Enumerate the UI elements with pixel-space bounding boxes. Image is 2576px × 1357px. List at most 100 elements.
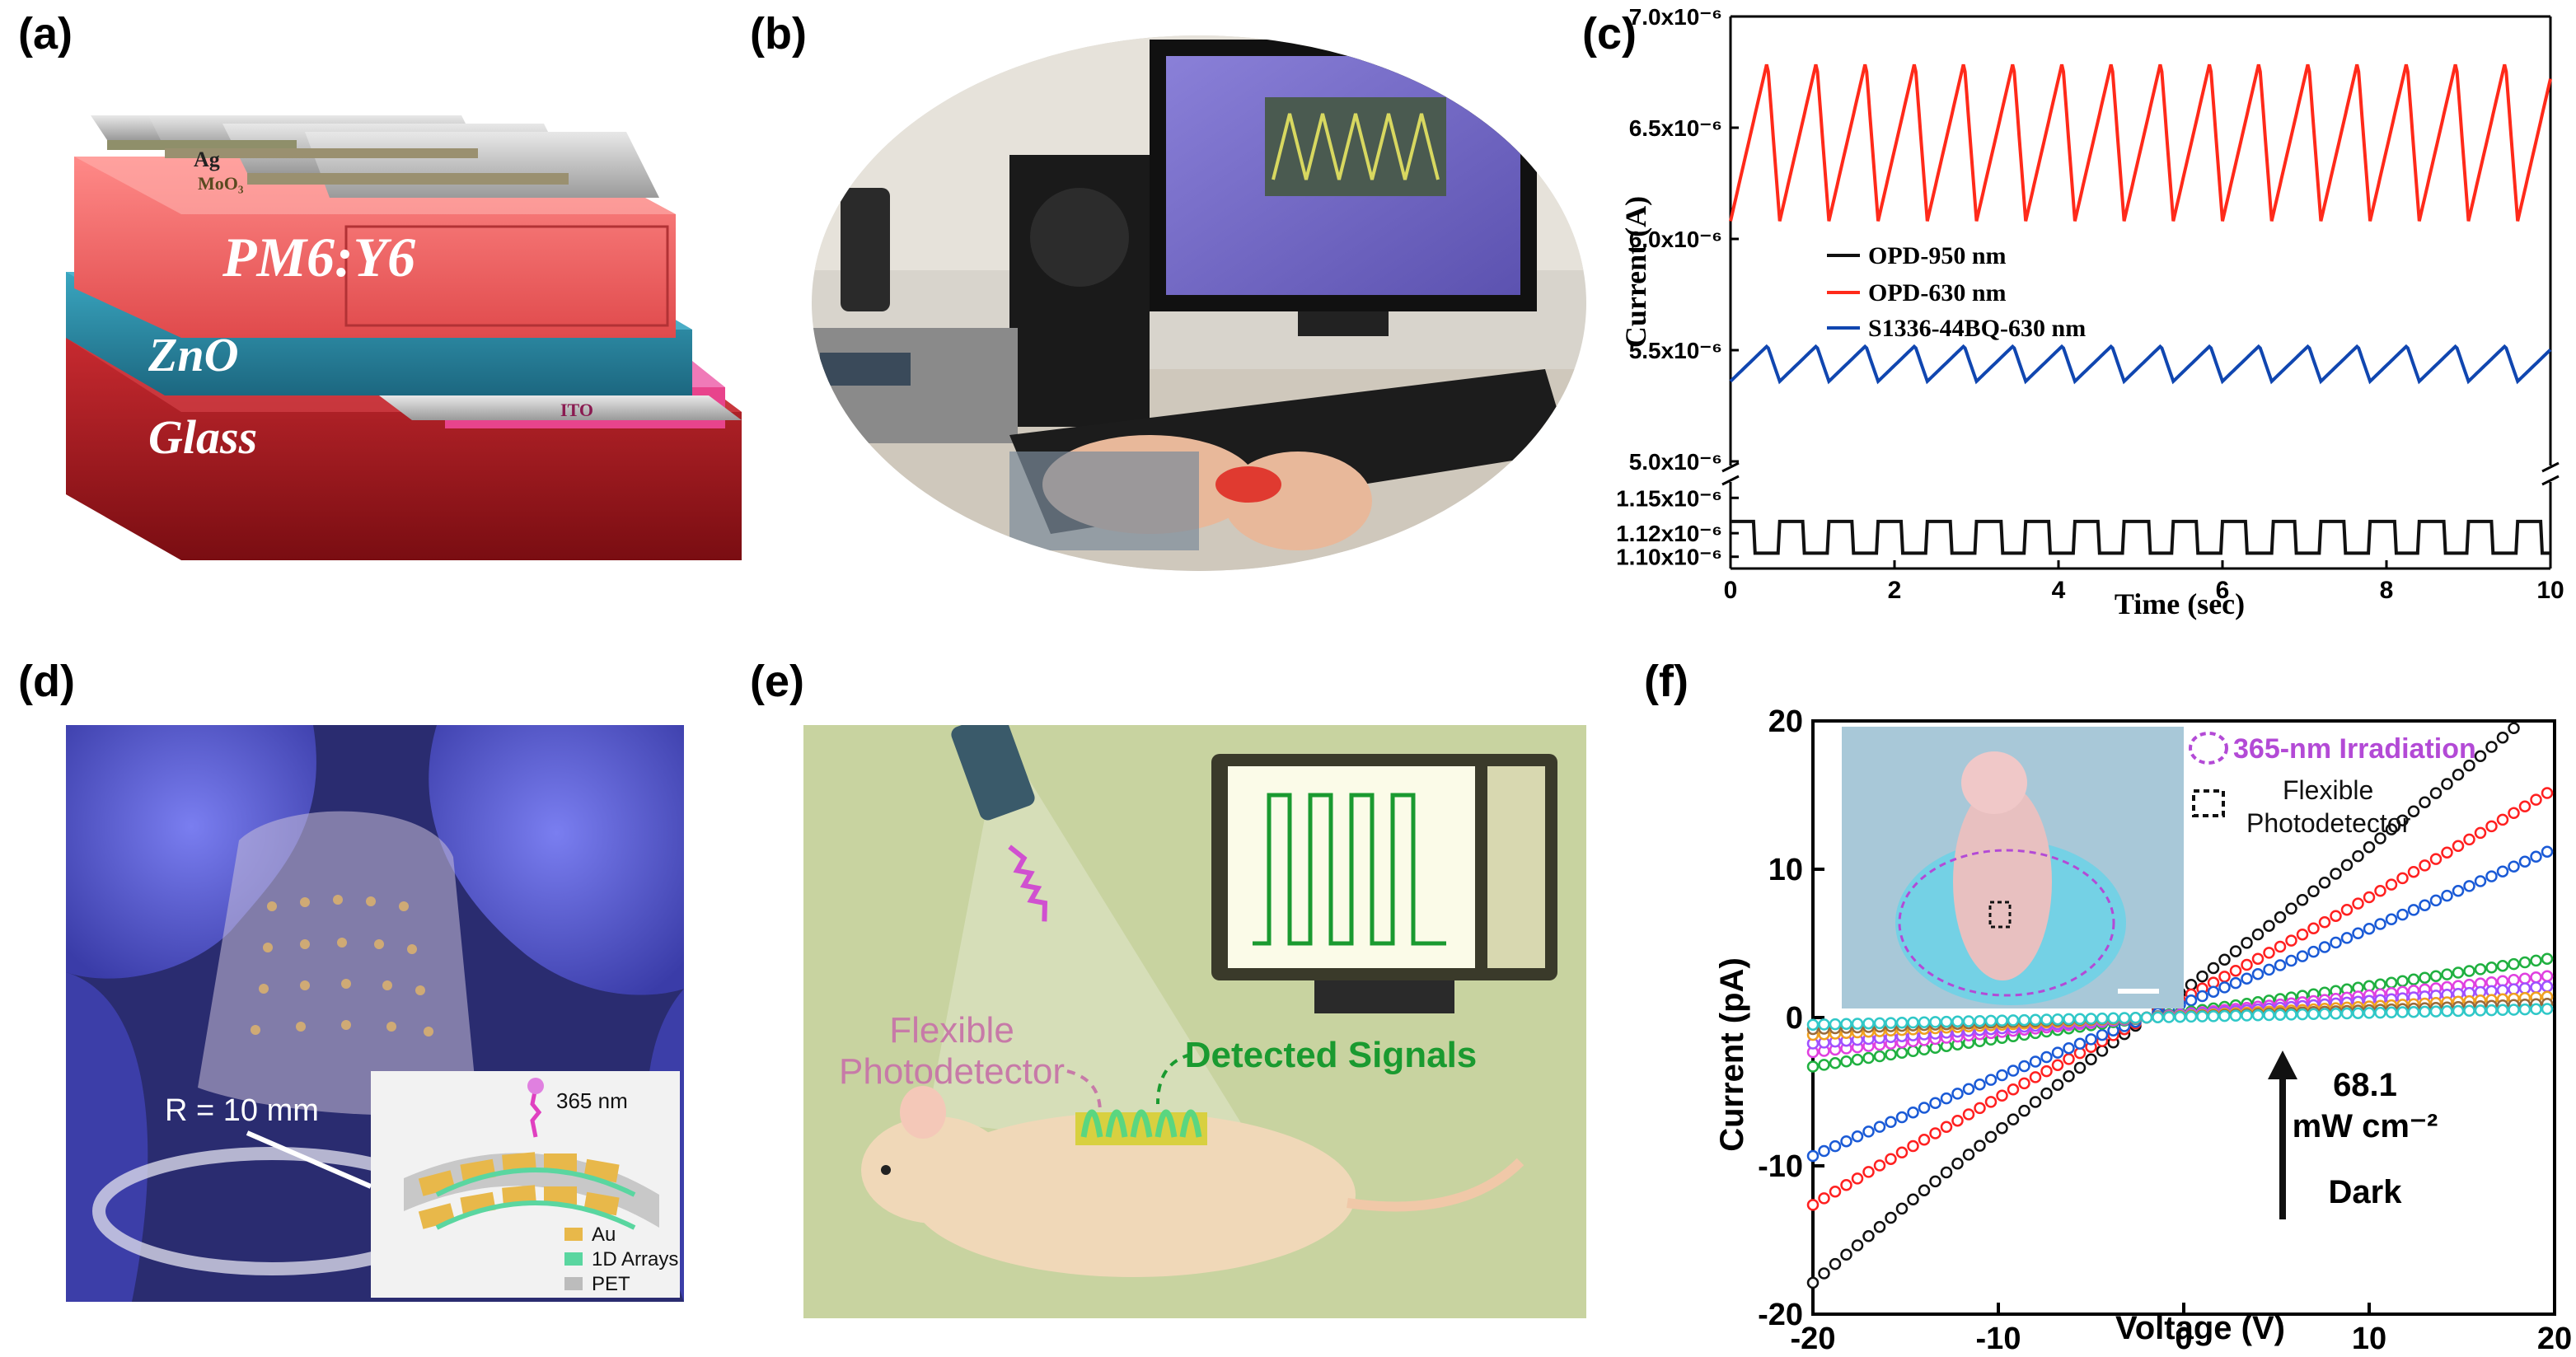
f-data-point [2374,978,2386,991]
f-data-point [2229,976,2242,990]
f-data-point [2196,990,2208,1003]
f-data-point [1929,1175,1941,1188]
f-data-point [2330,910,2342,922]
f-data-point [1851,1239,1864,1252]
f-data-point [1984,1074,1998,1086]
f-data-point [2452,885,2465,897]
glove-right [429,725,684,995]
f-data-point [2096,1012,2109,1025]
d-inset: 365 nm Au 1D Arrays PET [371,1071,680,1298]
f-data-point [2073,1037,2087,1051]
f-data-point [2496,731,2509,744]
f-data-point [2251,928,2265,941]
f-data-point [2340,1007,2354,1020]
f-data-point [2419,899,2431,911]
f-data-point [2251,968,2265,980]
panel-label-c: (c) [1582,9,1637,58]
f-data-point [1907,1193,1919,1206]
f-data-point [1907,1016,1919,1029]
f-data-point [1962,1149,1975,1161]
f-data-point [1818,1059,1830,1071]
f-data-point [2496,959,2509,972]
light-source [951,712,1035,821]
f-data-point [2307,1008,2320,1021]
f-ytick-label: -20 [1758,1298,1803,1332]
f-data-point [1918,1184,1931,1197]
f-data-point [2530,954,2542,967]
c-xtick-label: 6 [2216,577,2230,604]
f-data-point [2518,855,2532,868]
f-data-point [2018,1060,2030,1073]
f-data-point [2318,916,2331,929]
f-data-point [2429,1005,2443,1018]
f-data-point [2407,805,2420,817]
f-data-point [2196,1010,2208,1022]
f-data-point [2029,1096,2042,1108]
f-data-point [2107,1012,2119,1025]
f-data-point [1840,1018,1852,1031]
f-data-point [2185,978,2198,991]
f-data-point [2530,971,2542,984]
f-data-point [2274,911,2287,924]
f-data-point [2441,889,2453,902]
f-data-point [2530,850,2542,863]
f-data-point [2396,908,2409,921]
f-data-point [2407,973,2420,986]
mouse-body [911,1112,1356,1277]
f-data-point [1996,1014,2008,1027]
f-data-point [2051,1046,2064,1059]
f-data-point [1984,1014,1998,1027]
f-data-point [2229,1009,2242,1022]
f-data-point [1885,1211,1897,1224]
f-data-point [2530,793,2542,806]
layer-label-glass: Glass [148,410,257,464]
f-data-point [1996,1121,2008,1135]
f-data-point [1851,1172,1864,1185]
f-data-point [1940,1015,1953,1028]
f-data-point [2274,1008,2287,1021]
f-data-point [2429,894,2443,907]
c-legend: OPD-950 nm OPD-630 nm S1336-44BQ-630 nm [1827,242,2086,342]
f-data-point [1818,1144,1830,1158]
f-data-point [2396,1006,2409,1018]
f-data-point [2508,860,2520,873]
f-data-point [1895,1111,1909,1124]
f-data-point [1929,1016,1941,1028]
f-data-point [1929,1097,1941,1110]
f-data-point [2085,1053,2097,1065]
f-data-point [2352,897,2364,910]
f-data-point [1895,1017,1909,1029]
f-data-point [1907,1106,1919,1119]
f-data-point [2040,1065,2053,1078]
f-data-point [2485,962,2498,974]
f-data-point [1918,1016,1931,1028]
f-data-point [2051,1079,2064,1091]
f-data-point [2185,994,2198,1007]
glove-left [66,725,316,979]
c-xtick-label: 8 [2380,577,2394,604]
f-data-point [2541,980,2554,993]
f-data-point [2429,853,2443,865]
f-data-point [1851,1018,1864,1030]
f-data-point [2374,918,2386,930]
f-data-point [2152,1011,2164,1023]
f-xtick-label: -10 [1976,1322,2021,1353]
f-data-point [2541,952,2554,965]
f-data-point [2207,985,2220,998]
c-series-opd-630 [1729,63,2552,222]
f-data-point [2419,859,2431,872]
f-data-point [1885,1017,1897,1029]
f-data-point [1895,1146,1909,1159]
f-data-point [2352,1007,2364,1019]
f-data-point [1962,1083,1975,1096]
c-xlabel: Time (sec) [2115,587,2245,620]
f-data-point [2162,1011,2176,1023]
f-data-point [2441,846,2453,859]
f-data-point [1951,1015,1964,1028]
panel-a-device-stack: Ag MoO₃ PM6:Y6 ZnO Glass ITO [33,66,758,577]
f-data-point [1918,1102,1931,1114]
f-data-point [2274,959,2287,971]
f-data-point [2029,1071,2042,1083]
c-xtick-label: 10 [2536,577,2564,604]
